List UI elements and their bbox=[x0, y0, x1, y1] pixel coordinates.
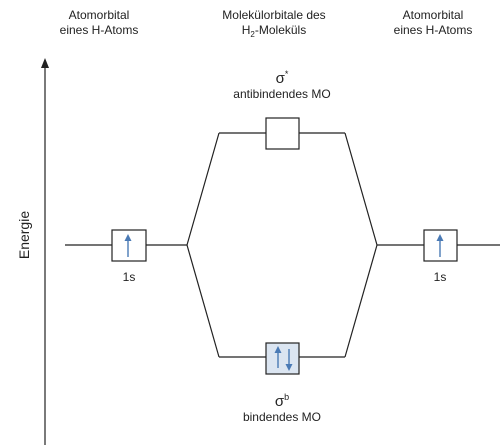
right-header-line1: Atomorbital bbox=[402, 8, 464, 22]
mid-header-line2: H2-Moleküls bbox=[199, 23, 349, 39]
molecule-header: Molekülorbitale des H2-Moleküls bbox=[199, 8, 349, 39]
antibonding-label: σ* antibindendes MO bbox=[222, 69, 342, 101]
correlation-left-to-antibonding bbox=[186, 132, 220, 246]
bonding-label: σb bindendes MO bbox=[222, 392, 342, 424]
energy-axis-label: Energie bbox=[16, 210, 32, 260]
antibonding-orbital-box bbox=[265, 117, 300, 150]
left-1s-label: 1s bbox=[122, 270, 136, 284]
right-1s-label: 1s bbox=[433, 270, 447, 284]
right-header-line2: eines H-Atoms bbox=[393, 23, 473, 37]
energy-axis-arrowhead bbox=[41, 58, 49, 68]
correlation-right-to-bonding bbox=[344, 244, 378, 358]
left-header-line2: eines H-Atoms bbox=[59, 23, 139, 37]
bonding-electron-down-arrow bbox=[285, 349, 293, 371]
left-atom-header: Atomorbital eines H-Atoms bbox=[44, 8, 154, 38]
left-electron-up-arrow bbox=[124, 234, 132, 257]
correlation-right-to-antibonding bbox=[344, 132, 378, 246]
correlation-left-to-bonding bbox=[186, 244, 220, 358]
antibonding-symbol-line: σ* bbox=[222, 69, 342, 87]
mid-header-h: H bbox=[241, 23, 251, 37]
antibonding-sigma: σ bbox=[275, 70, 285, 87]
mid-header-subscript: 2 bbox=[250, 30, 255, 39]
right-electron-up-arrow bbox=[436, 234, 444, 257]
left-1s-orbital-box bbox=[111, 229, 147, 262]
bonding-electron-up-arrow bbox=[274, 346, 282, 368]
antibonding-superscript: * bbox=[284, 69, 289, 79]
bonding-sigma: σ bbox=[274, 393, 285, 410]
bonding-symbol-line: σb bbox=[222, 392, 342, 410]
bonding-orbital-box bbox=[265, 342, 300, 375]
right-atom-header: Atomorbital eines H-Atoms bbox=[378, 8, 488, 38]
energy-axis-label-wrap: Energie bbox=[4, 205, 44, 265]
left-header-line1: Atomorbital bbox=[68, 8, 130, 22]
bonding-superscript: b bbox=[284, 392, 290, 402]
bonding-text: bindendes MO bbox=[242, 410, 322, 424]
mid-header-line1: Molekülorbitale des bbox=[222, 8, 326, 22]
antibonding-text: antibindendes MO bbox=[233, 87, 331, 101]
mid-header-suffix: -Moleküls bbox=[254, 23, 307, 37]
